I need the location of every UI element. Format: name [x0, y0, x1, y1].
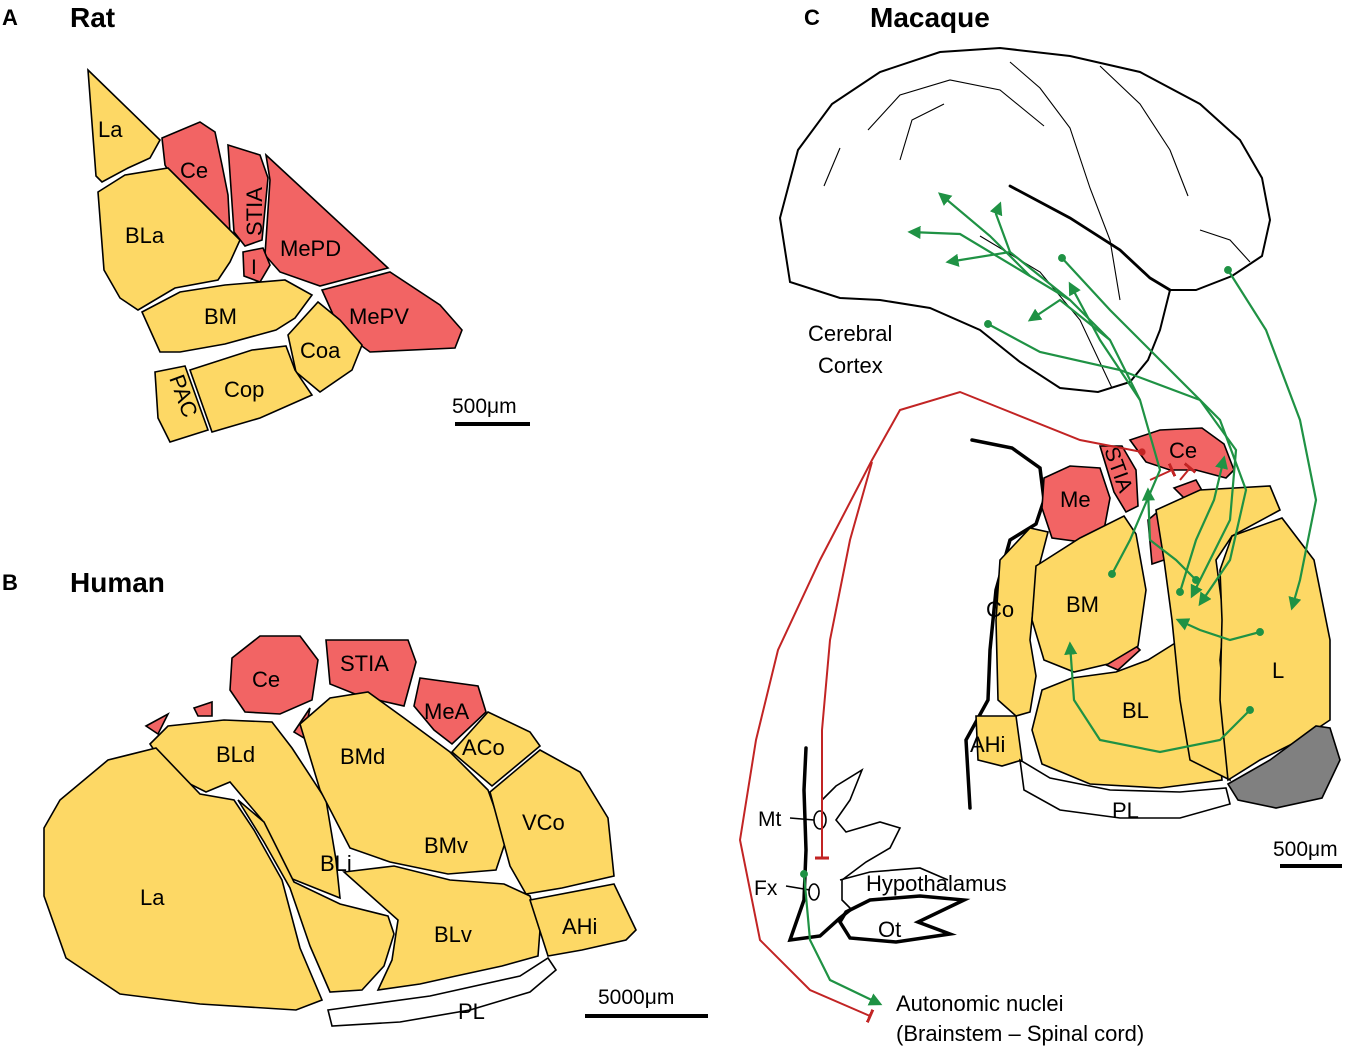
rat-scale-label: 500μm: [452, 395, 517, 418]
amygdala-to-cortex-branch-4: [1068, 281, 1141, 401]
rat-cop-region: [188, 345, 314, 433]
human-scale-label: 5000μm: [598, 986, 674, 1009]
human-bli-label: BLi: [320, 851, 352, 876]
cortex-label-line1: Cerebral: [808, 321, 892, 346]
macaque-co-label: Co: [986, 597, 1014, 622]
macaque-pl-label: PL: [1112, 798, 1139, 823]
cortex-sulcus-1: [867, 79, 1045, 131]
fornix-fx: [808, 883, 820, 901]
rat-pac-region: [154, 365, 210, 443]
human-ce-label: Ce: [252, 667, 280, 692]
rat-bm-region: [140, 279, 314, 353]
bl-to-bm-projection: [1064, 641, 1254, 754]
macaque-ahi-label: AHi: [970, 732, 1005, 757]
optic-tract-ot: [837, 894, 971, 944]
fx-to-autonomic-projection: [800, 870, 883, 1006]
rat-stia-region: [227, 143, 269, 247]
panel-a-rat: A Rat La Ce STIA BLa MePD I BM MePV Coa …: [2, 2, 530, 443]
rat-mepd-label: MePD: [280, 236, 341, 261]
panel-b-letter: B: [2, 570, 18, 595]
human-blv-label: BLv: [434, 922, 472, 947]
rat-la-region: [87, 67, 161, 183]
ce-internal-inhibit-1: [1149, 470, 1172, 481]
human-aco-label: ACo: [462, 735, 505, 760]
human-blv-region: [342, 865, 541, 992]
human-bmd-label: BMd: [340, 744, 385, 769]
panel-c-title: Macaque: [870, 2, 990, 33]
mammillothalamic-tract-mt: [813, 810, 827, 830]
panel-a-title: Rat: [70, 2, 115, 33]
human-pl-region: [327, 956, 558, 1027]
human-ce-region: [229, 635, 319, 715]
rat-bla-label: BLa: [125, 223, 165, 248]
human-ahi-label: AHi: [562, 914, 597, 939]
l-to-bm-projection: [1175, 618, 1264, 642]
human-aco-region: [450, 711, 542, 788]
rat-mepd-region: [264, 152, 390, 287]
human-small-2: [192, 700, 213, 717]
human-la-region: [43, 747, 324, 1011]
panel-c-letter: C: [804, 5, 820, 30]
rat-stia-label: STIA: [242, 187, 267, 236]
macaque-fx-label: Fx: [754, 877, 778, 900]
human-bld-region: [148, 719, 341, 900]
macaque-l-label: L: [1272, 658, 1284, 683]
cortex-sulcus-4: [1099, 65, 1189, 197]
autonomic-label-line1: Autonomic nuclei: [896, 991, 1064, 1016]
rat-i-region: [242, 247, 271, 283]
macaque-ot-label: Ot: [878, 917, 901, 942]
human-small-1: [144, 712, 170, 736]
human-mea-label: MeA: [424, 699, 470, 724]
rat-coa-region: [287, 300, 363, 394]
macaque-gray-region: [1226, 725, 1341, 809]
panel-c-macaque: C Macaque Cerebral Cortex Ce STIA Me: [738, 2, 1342, 1046]
rat-mepv-label: MePV: [349, 304, 409, 329]
rat-bla-region: [97, 167, 241, 311]
panel-a-letter: A: [2, 5, 18, 30]
rat-bm-label: BM: [204, 304, 237, 329]
human-vco-label: VCo: [522, 810, 565, 835]
macaque-me-label: Me: [1060, 487, 1091, 512]
rat-la-label: La: [98, 117, 123, 142]
cortex-sulcus-7: [823, 147, 841, 187]
macaque-bm-label: BM: [1066, 592, 1099, 617]
bm-to-ce-projection: [1141, 487, 1200, 584]
amygdala-to-cortex-branch-5: [989, 201, 1012, 253]
panel-b-human: B Human Ce STIA MeA BLd BMd ACo VCo BMv …: [2, 567, 708, 1027]
macaque-mt-label: Mt: [758, 808, 781, 831]
human-mea-region: [413, 677, 487, 746]
macaque-ce-label: Ce: [1169, 438, 1197, 463]
rat-i-label: I: [251, 256, 257, 279]
autonomic-label-line2: (Brainstem – Spinal cord): [896, 1021, 1144, 1046]
amygdala-to-cortex-branch-2: [907, 225, 1031, 277]
human-ahi-region: [528, 883, 637, 957]
mt-leader-line: [789, 817, 815, 821]
human-stia-region: [325, 639, 417, 707]
human-la-label: La: [140, 885, 165, 910]
ce-to-hypothalamus-projection: [822, 461, 873, 858]
rat-cop-label: Cop: [224, 377, 264, 402]
panel-b-title: Human: [70, 567, 165, 598]
cortex-sulcus-5: [1199, 229, 1251, 263]
human-bld-label: BLd: [216, 742, 255, 767]
cortex-label-line2: Cortex: [818, 353, 883, 378]
rat-coa-label: Coa: [300, 338, 341, 363]
cortex-sulcus-2: [899, 103, 945, 161]
cortex-to-l-projection: [1224, 266, 1318, 611]
human-bli-region: [237, 799, 395, 993]
human-stia-label: STIA: [340, 651, 389, 676]
macaque-bl-label: BL: [1122, 698, 1149, 723]
macaque-hypothalamus-label: Hypothalamus: [866, 871, 1007, 896]
rat-ce-label: Ce: [180, 158, 208, 183]
human-bmv-label: BMv: [424, 833, 468, 858]
macaque-scale-label: 500μm: [1273, 838, 1338, 861]
human-pl-label: PL: [458, 999, 485, 1024]
third-ventricle-line: [787, 746, 852, 943]
human-vco-region: [489, 749, 615, 895]
